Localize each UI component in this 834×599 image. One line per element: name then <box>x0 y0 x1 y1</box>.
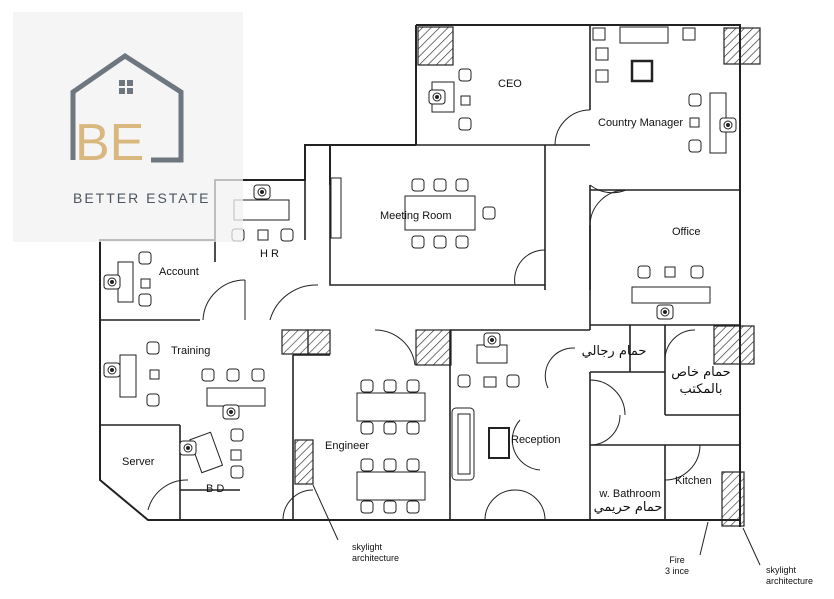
note-skylight-2-line1: skylight <box>766 565 797 575</box>
engineer-furniture <box>356 379 426 514</box>
bd-furniture <box>179 428 244 479</box>
room-label-office: Office <box>672 226 701 238</box>
note-fire: Fire 3 ince <box>665 555 689 577</box>
room-label-meeting-room: Meeting Room <box>380 210 452 222</box>
brand-logo: BE BETTER ESTATE <box>13 12 243 242</box>
note-skylight-1-line2: architecture <box>352 552 400 563</box>
office-furniture <box>631 265 711 320</box>
meeting-room-furniture <box>330 177 496 249</box>
room-label-private-bathroom-ar-1: حمام خاص <box>671 365 731 380</box>
room-label-training: Training <box>171 345 211 357</box>
room-label-private-bathroom-ar-2: بالمكتب <box>679 382 723 397</box>
leader-lines <box>312 484 761 566</box>
note-skylight-1-line1: skylight <box>352 542 383 552</box>
room-label-men-bathroom-ar: حمام رجالي <box>581 344 647 359</box>
room-label-ceo: CEO <box>498 78 522 90</box>
ceo-furniture <box>428 26 696 131</box>
room-label-kitchen: Kitchen <box>675 475 712 487</box>
interior-walls <box>100 25 740 520</box>
house-logo-icon: BE <box>70 52 184 172</box>
room-label-hr: H R <box>260 248 279 260</box>
reception-furniture <box>451 332 520 481</box>
note-skylight-2: skylight architecture <box>766 565 813 587</box>
room-label-country-manager: Country Manager <box>598 117 683 129</box>
room-label-server: Server <box>122 456 155 468</box>
room-label-account: Account <box>159 266 199 278</box>
room-label-w-bathroom-ar: حمام حريمي <box>593 500 663 515</box>
room-label-w-bathroom: w. Bathroom <box>599 488 661 500</box>
room-label-bd: B D <box>206 483 225 495</box>
note-fire-line2: 3 ince <box>664 565 690 576</box>
note-fire-line1: Fire <box>669 555 685 565</box>
account-furniture <box>103 251 152 307</box>
note-skylight-1: skylight architecture <box>352 542 399 564</box>
room-label-engineer: Engineer <box>325 440 370 452</box>
training-furniture <box>103 341 266 420</box>
country-manager-furniture <box>630 59 737 154</box>
brand-name: BETTER ESTATE <box>73 190 211 206</box>
room-label-reception: Reception <box>511 434 561 446</box>
logo-monogram: BE <box>75 114 144 172</box>
note-skylight-2-line2: architecture <box>766 575 814 586</box>
door-swings <box>147 109 701 521</box>
hatched-columns <box>281 26 761 527</box>
